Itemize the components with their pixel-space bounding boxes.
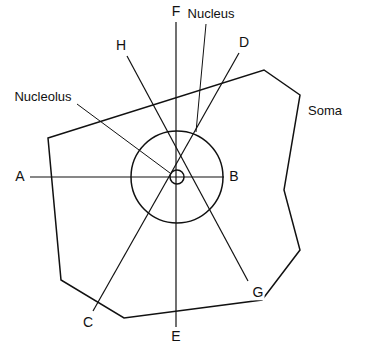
axis-line-dc — [93, 53, 239, 311]
part-label: Soma — [307, 104, 343, 118]
part-label: Nucleus — [187, 7, 236, 21]
soma-outline — [48, 70, 300, 318]
axis-letter: G — [252, 285, 265, 300]
axis-letter: D — [238, 35, 250, 50]
part-label: Nucleolus — [13, 90, 72, 104]
axis-letter: A — [14, 169, 25, 184]
axis-letter: E — [170, 329, 181, 344]
axis-letter: F — [171, 4, 182, 19]
leader-line — [196, 24, 206, 132]
axis-line-hg — [127, 56, 248, 281]
axis-line-fe — [175, 22, 176, 327]
axis-letter: B — [228, 169, 239, 184]
leader-line — [77, 104, 170, 173]
axis-line-ab — [30, 176, 224, 177]
axis-letter: H — [115, 38, 127, 53]
axis-letter: C — [82, 315, 94, 330]
